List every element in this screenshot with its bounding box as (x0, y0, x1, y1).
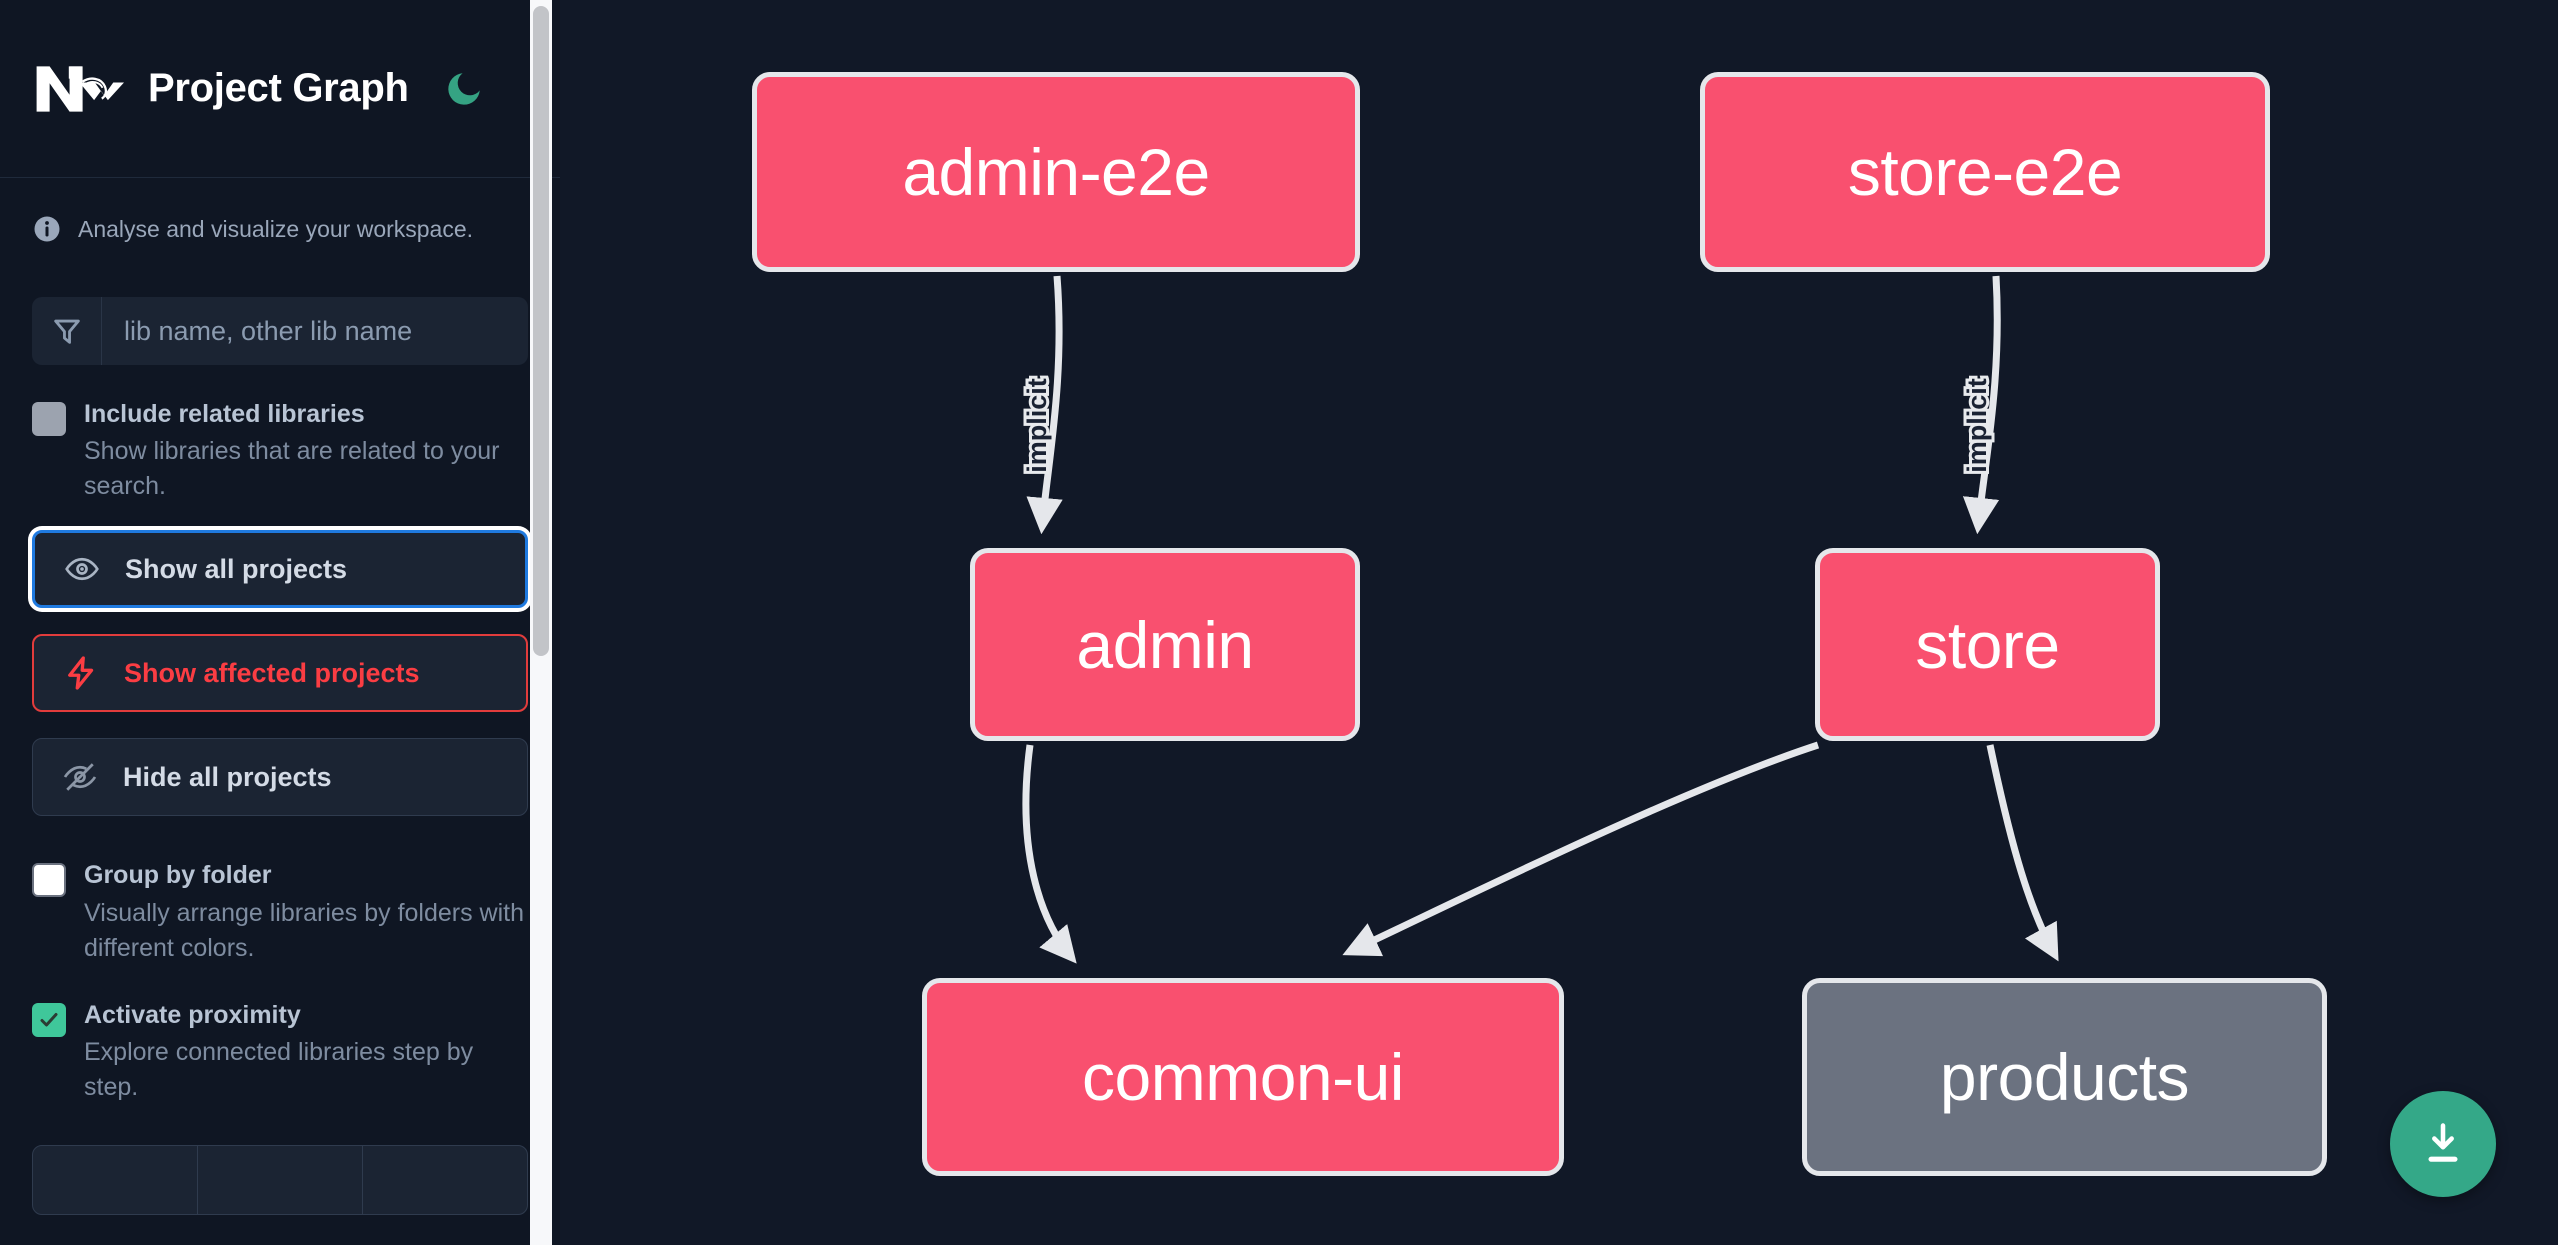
eye-off-icon (61, 758, 99, 796)
show-all-projects-label: Show all projects (125, 553, 348, 584)
proximity-step-option-1[interactable] (33, 1145, 198, 1214)
graph-node-label-admin-e2e: admin-e2e (902, 135, 1210, 209)
proximity-step-button-group[interactable] (32, 1144, 528, 1215)
graph-node-label-store: store (1915, 607, 2060, 682)
checkbox-desc-include-related-libraries: Show libraries that are related to your … (84, 437, 500, 501)
edge-admin-e2e-to-admin (1026, 275, 1063, 535)
workspace-note-text: Analyse and visualize your workspace. (78, 216, 474, 242)
show-affected-projects-button[interactable]: Show affected projects (32, 634, 528, 713)
graph-edges (1022, 275, 2059, 964)
graph-node-label-common-ui: common-ui (1082, 1040, 1404, 1114)
checkbox-activate-proximity[interactable] (32, 1002, 66, 1037)
sidebar-scrollbar-thumb[interactable] (533, 6, 549, 656)
graph-canvas[interactable]: admin-e2e store-e2e admin store common-u… (560, 0, 2558, 1245)
checkbox-group-by-folder[interactable] (32, 863, 66, 898)
edge-store-e2e-to-store (1962, 275, 2001, 535)
download-icon (2428, 1123, 2458, 1162)
graph-node-label-admin: admin (1076, 607, 1254, 682)
lightning-icon (62, 654, 100, 692)
sidebar-scroll-region[interactable]: Project Graph Analyse and visualize your… (0, 0, 560, 1245)
sidebar-scrollbar[interactable] (530, 0, 552, 1245)
graph-node-label-store-e2e: store-e2e (1847, 135, 2123, 209)
nx-logo (32, 56, 124, 122)
checkbox-desc-group-by-folder: Visually arrange libraries by folders wi… (84, 898, 525, 962)
proximity-step-option-3[interactable] (363, 1146, 527, 1214)
graph-node-common-ui[interactable]: common-ui (922, 978, 1564, 1176)
eye-icon (63, 550, 101, 588)
graph-node-admin-e2e[interactable]: admin-e2e (752, 72, 1360, 272)
edge-store-to-products (1986, 744, 2059, 962)
checkbox-row-include-related-libraries[interactable]: Include related libraries Show libraries… (32, 399, 528, 504)
graph-node-store-e2e[interactable]: store-e2e (1700, 72, 2270, 272)
checkbox-label-activate-proximity: Activate proximity (84, 1000, 301, 1029)
sidebar: Project Graph Analyse and visualize your… (0, 0, 560, 1245)
checkbox-row-activate-proximity[interactable]: Activate proximity Explore connected lib… (32, 1000, 528, 1105)
info-icon (32, 214, 62, 249)
edge-admin-to-common-ui (1022, 744, 1077, 964)
download-image-button[interactable] (2390, 1091, 2496, 1197)
proximity-step-option-2[interactable] (198, 1145, 363, 1214)
checkbox-include-related-libraries[interactable] (32, 402, 66, 436)
show-all-projects-button[interactable]: Show all projects (32, 530, 528, 609)
graph-node-admin[interactable]: admin (970, 548, 1360, 741)
filter-box[interactable] (32, 297, 528, 365)
hide-all-projects-label: Hide all projects (123, 761, 332, 792)
moon-icon[interactable] (441, 66, 487, 112)
funnel-icon (32, 297, 102, 365)
page-title: Project Graph (148, 66, 409, 110)
hide-all-projects-button[interactable]: Hide all projects (32, 738, 528, 817)
search-input[interactable] (102, 297, 528, 365)
checkbox-label-include-related-libraries: Include related libraries (84, 400, 365, 428)
show-affected-projects-label: Show affected projects (124, 657, 420, 688)
graph-node-store[interactable]: store (1815, 548, 2160, 741)
checkbox-label-group-by-folder: Group by folder (84, 861, 272, 890)
graph-node-products[interactable]: products (1802, 978, 2327, 1176)
sidebar-body: Include related libraries Show libraries… (0, 297, 560, 1215)
edge-store-to-common-ui (1342, 741, 1820, 957)
checkbox-desc-activate-proximity: Explore connected libraries step by step… (84, 1037, 474, 1101)
graph-node-label-products: products (1939, 1040, 2190, 1114)
sidebar-header: Project Graph (0, 0, 560, 178)
checkbox-row-group-by-folder[interactable]: Group by folder Visually arrange librari… (32, 860, 528, 965)
workspace-note: Analyse and visualize your workspace. (0, 178, 560, 249)
